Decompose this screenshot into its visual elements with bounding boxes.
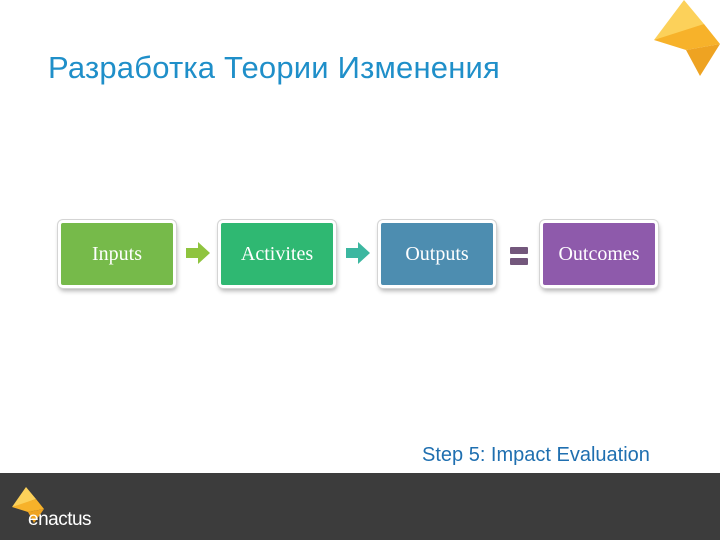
step-label: Step 5: Impact Evaluation (422, 444, 650, 466)
theory-of-change-flow: Inputs Activites Outputs Outcomes (56, 218, 666, 296)
enactus-logo-icon (12, 487, 44, 523)
flow-step-label: Inputs (92, 242, 142, 265)
flow-step-outputs: Outputs (378, 220, 496, 288)
arrow-right-icon (186, 242, 210, 264)
arrow-right-icon (346, 242, 370, 264)
footer-bar: enactus (0, 473, 720, 540)
flow-step-outcomes: Outcomes (540, 220, 658, 288)
slide-title: Разработка Теории Изменения (48, 50, 501, 85)
flow-step-label: Outputs (405, 242, 469, 265)
enactus-logo-icon (654, 0, 720, 76)
equals-icon (510, 245, 528, 267)
flow-step-label: Outcomes (558, 242, 640, 265)
flow-step-label: Activites (240, 242, 314, 265)
flow-step-inputs: Inputs (58, 220, 176, 288)
flow-step-activities: Activites (218, 220, 336, 288)
brand-name: enactus (28, 509, 92, 530)
